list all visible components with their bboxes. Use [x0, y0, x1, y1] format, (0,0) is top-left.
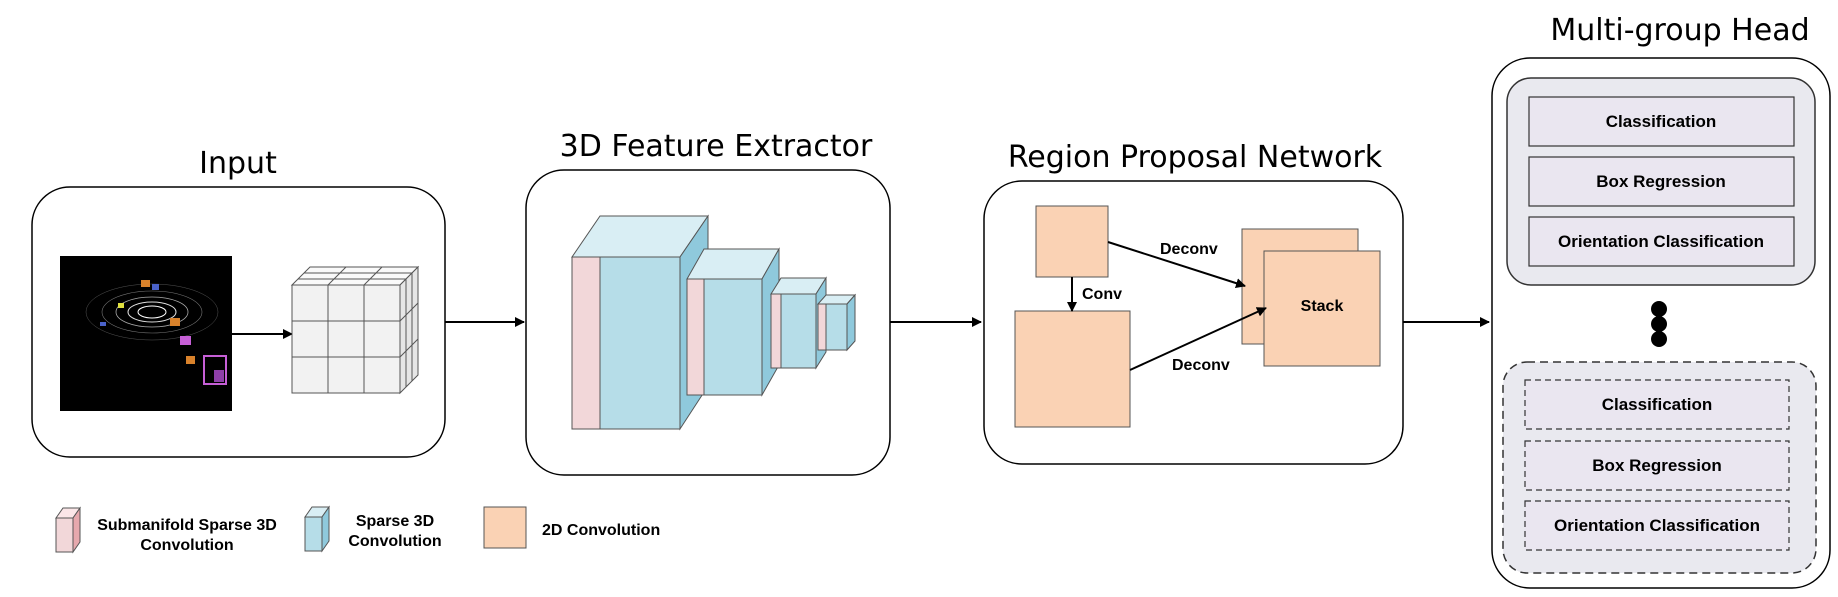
stack-front-map — [1263, 250, 1381, 367]
rpn-title: Region Proposal Network — [1008, 140, 1383, 175]
group1-orientation-label: Orientation Classification — [1558, 232, 1764, 251]
group2-classification-label: Classification — [1602, 395, 1713, 414]
group1-box-regression-box — [1528, 156, 1795, 207]
legend-2d-conv-label: 2D Convolution — [542, 522, 660, 539]
group1-classification-box — [1528, 96, 1795, 147]
group2-box-regression-box — [1524, 440, 1790, 491]
conv-label: Conv — [1082, 286, 1122, 303]
stack-label: Stack — [1301, 298, 1344, 315]
legend-submanifold-icon — [55, 506, 81, 554]
voxel-grid-cube — [290, 265, 420, 395]
rpn-small-feature-map — [1035, 205, 1109, 278]
sparse-conv-blocks — [571, 214, 857, 431]
legend-2d-conv-icon — [483, 506, 527, 549]
input-title: Input — [199, 146, 277, 181]
group2-orientation-box — [1524, 500, 1790, 551]
head-title: Multi-group Head — [1550, 13, 1809, 48]
rpn-large-feature-map — [1014, 310, 1131, 428]
deconv-top-arrow — [1107, 241, 1246, 289]
legend-sparse-label-2: Convolution — [348, 533, 441, 550]
deconv-bottom-arrow — [1129, 307, 1267, 371]
extractor-title: 3D Feature Extractor — [560, 129, 873, 164]
group2-orientation-label: Orientation Classification — [1554, 516, 1760, 535]
legend-sparse-label-1: Sparse 3D — [356, 513, 434, 530]
group1-orientation-box — [1528, 216, 1795, 267]
group2-box-regression-label: Box Regression — [1592, 456, 1721, 475]
deconv-bottom-label: Deconv — [1172, 357, 1230, 374]
point-cloud-image — [60, 256, 232, 411]
deconv-top-label: Deconv — [1160, 241, 1218, 258]
legend-sparse-icon — [304, 505, 330, 553]
group1-classification-label: Classification — [1606, 112, 1717, 131]
ellipsis-dots — [1651, 301, 1667, 347]
group2-classification-box — [1524, 379, 1790, 430]
group1-box-regression-label: Box Regression — [1596, 172, 1725, 191]
legend-submanifold-label-2: Convolution — [140, 537, 233, 554]
legend-submanifold-label-1: Submanifold Sparse 3D — [97, 517, 277, 534]
